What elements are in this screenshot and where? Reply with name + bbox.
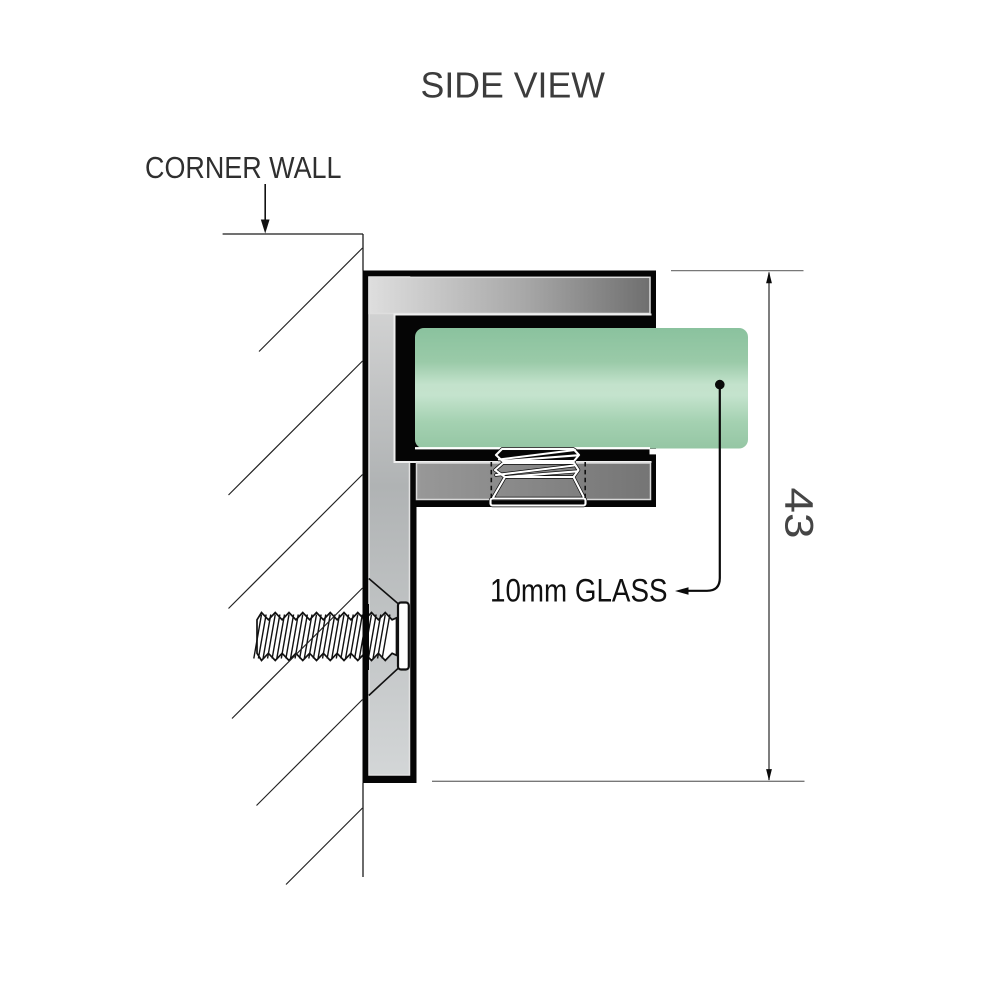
svg-text:SIDE VIEW: SIDE VIEW [421,65,606,106]
svg-text:CORNER WALL: CORNER WALL [145,151,342,185]
svg-text:10mm GLASS: 10mm GLASS [490,572,668,608]
svg-text:43: 43 [777,488,821,539]
